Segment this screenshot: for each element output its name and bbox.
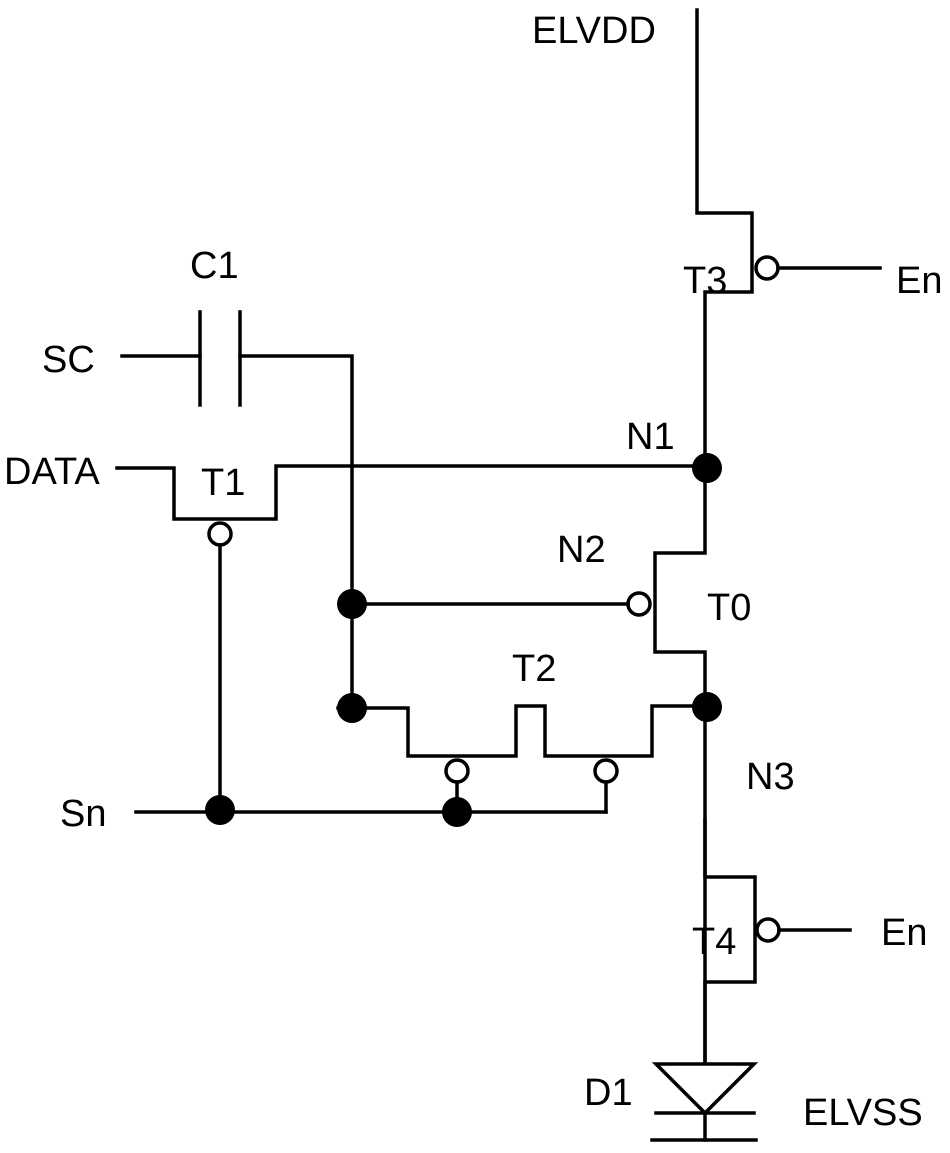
en-top-label: En xyxy=(896,260,942,302)
t4-gate-bubble xyxy=(757,919,779,941)
t3-gate-bubble xyxy=(756,257,778,279)
junction-dot-n1 xyxy=(692,453,722,483)
elvdd-wire xyxy=(697,10,752,468)
junction-dot-n3 xyxy=(692,692,722,722)
c1-label: C1 xyxy=(190,245,239,287)
sn-label: Sn xyxy=(60,793,106,835)
t0-gate-bubble xyxy=(628,593,650,615)
n2-label: N2 xyxy=(557,529,606,571)
d1-label: D1 xyxy=(584,1072,633,1114)
t2-wire xyxy=(338,706,705,756)
t2-label: T2 xyxy=(512,648,556,690)
junction-dot-n2 xyxy=(337,589,367,619)
t0-label: T0 xyxy=(707,587,751,629)
n3-label: N3 xyxy=(746,756,795,798)
junction-dot-sn-t1 xyxy=(205,795,235,825)
t4-label: T4 xyxy=(692,921,736,963)
t1-gate-bubble xyxy=(209,523,231,545)
t2-gate-bubble-right xyxy=(595,760,617,782)
t2-gate-bubble-left xyxy=(446,760,468,782)
data-label: DATA xyxy=(4,451,100,493)
d1-diode-triangle xyxy=(656,1064,754,1113)
en-bottom-label: En xyxy=(881,912,927,954)
t3-label: T3 xyxy=(683,260,727,302)
junction-dot-sn-t2 xyxy=(442,797,472,827)
n1-label: N1 xyxy=(626,416,675,458)
elvdd-label: ELVDD xyxy=(532,10,656,52)
n1-t0-wire xyxy=(655,468,705,1060)
junction-dot-t2-left xyxy=(337,693,367,723)
sc-label: SC xyxy=(42,339,95,381)
elvss-label: ELVSS xyxy=(803,1092,923,1134)
c1-right-wire xyxy=(240,356,352,708)
t1-label: T1 xyxy=(201,462,245,504)
